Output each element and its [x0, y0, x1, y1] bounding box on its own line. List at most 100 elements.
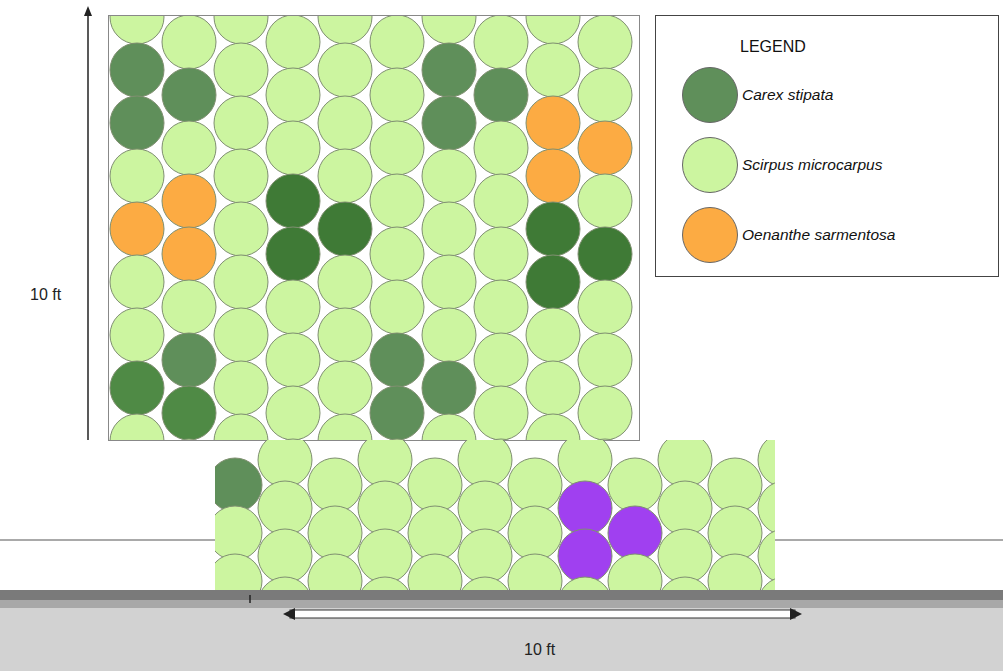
plant-symbol [370, 227, 424, 281]
plant-symbol [370, 386, 424, 440]
plant-symbol [558, 577, 612, 590]
plant-symbol [508, 458, 562, 512]
plant-symbol [110, 96, 164, 150]
plant-symbol [578, 386, 632, 440]
plant-symbol [214, 255, 268, 309]
plant-symbol [474, 439, 528, 440]
plant-symbol [422, 308, 476, 362]
plant-symbol [758, 440, 775, 487]
legend-heading: LEGEND [740, 38, 998, 56]
plant-symbol [558, 529, 612, 583]
plant-symbol [608, 506, 662, 560]
plant-symbol [608, 458, 662, 512]
plant-symbol [408, 506, 462, 560]
plant-symbol [708, 506, 762, 560]
plant-symbol [214, 308, 268, 362]
plant-symbol [318, 361, 372, 415]
plant-symbol [474, 174, 528, 228]
plant-symbol [526, 16, 580, 44]
ground-band [0, 590, 1003, 600]
legend-swatch [682, 137, 738, 193]
legend-entry: Oenanthe sarmentosa [682, 200, 998, 270]
plant-symbol [318, 149, 372, 203]
plant-symbol [474, 280, 528, 334]
plant-symbol [578, 68, 632, 122]
plant-symbol [215, 506, 262, 560]
plant-symbol [162, 280, 216, 334]
plant-symbol [758, 529, 775, 583]
plant-symbol [474, 121, 528, 175]
arrowhead [84, 6, 92, 16]
plant-symbol [110, 202, 164, 256]
plant-symbol [658, 577, 712, 590]
plant-symbol [474, 68, 528, 122]
dimension-line [87, 14, 89, 440]
plant-symbol [422, 149, 476, 203]
plant-symbol [578, 174, 632, 228]
legend-text: Carex stipata [742, 86, 833, 104]
plant-symbol [578, 227, 632, 281]
plant-symbol [266, 386, 320, 440]
arrowhead [790, 608, 802, 620]
plant-symbol [308, 554, 362, 590]
plant-symbol [526, 43, 580, 97]
plant-symbol [422, 202, 476, 256]
plant-symbol [266, 227, 320, 281]
ground-band [0, 600, 1003, 608]
plot-border [109, 16, 640, 441]
plant-symbol [578, 16, 632, 69]
plant-symbol [215, 458, 262, 512]
plant-symbol [110, 414, 164, 440]
plant-symbol [708, 458, 762, 512]
dimension-bar [290, 610, 795, 618]
plant-symbol [558, 440, 612, 487]
plant-symbol [215, 554, 262, 590]
plant-symbol [526, 202, 580, 256]
plant-symbol [474, 227, 528, 281]
plant-symbol [110, 149, 164, 203]
plant-symbol [358, 577, 412, 590]
plant-symbol [422, 361, 476, 415]
plant-symbol [266, 174, 320, 228]
plant-symbol [214, 96, 268, 150]
legend-swatch [682, 67, 738, 123]
plant-symbol [162, 174, 216, 228]
dimension-label: 10 ft [524, 641, 555, 659]
plant-symbol [370, 333, 424, 387]
plant-symbol [408, 554, 462, 590]
plant-symbol [214, 414, 268, 440]
plant-symbol [162, 439, 216, 440]
plant-symbol [370, 121, 424, 175]
plant-symbol [422, 43, 476, 97]
plant-symbol [526, 414, 580, 440]
plant-symbol [370, 174, 424, 228]
plant-symbol [758, 577, 775, 590]
plant-symbol [526, 308, 580, 362]
plant-symbol [558, 481, 612, 535]
edge-line [0, 540, 215, 541]
plant-symbol [318, 16, 372, 44]
plant-symbol [408, 458, 462, 512]
dimension-label: 10 ft [30, 286, 61, 304]
plant-symbol [318, 255, 372, 309]
plant-symbol [526, 255, 580, 309]
plant-symbol [358, 529, 412, 583]
plant-symbol [508, 506, 562, 560]
plant-symbol [578, 439, 632, 440]
plant-symbol [358, 440, 412, 487]
plant-symbol [370, 16, 424, 69]
plant-symbol [422, 96, 476, 150]
legend-swatch [682, 207, 738, 263]
plant-symbol [308, 506, 362, 560]
plant-symbol [214, 16, 268, 44]
plant-symbol [258, 529, 312, 583]
plant-symbol [608, 554, 662, 590]
plant-symbol [162, 386, 216, 440]
plant-symbol [318, 308, 372, 362]
tick [249, 595, 251, 603]
plant-symbol [258, 440, 312, 487]
plant-symbol [458, 440, 512, 487]
plant-symbol [508, 554, 562, 590]
plant-symbol [578, 333, 632, 387]
legend-text: Oenanthe sarmentosa [742, 226, 895, 244]
